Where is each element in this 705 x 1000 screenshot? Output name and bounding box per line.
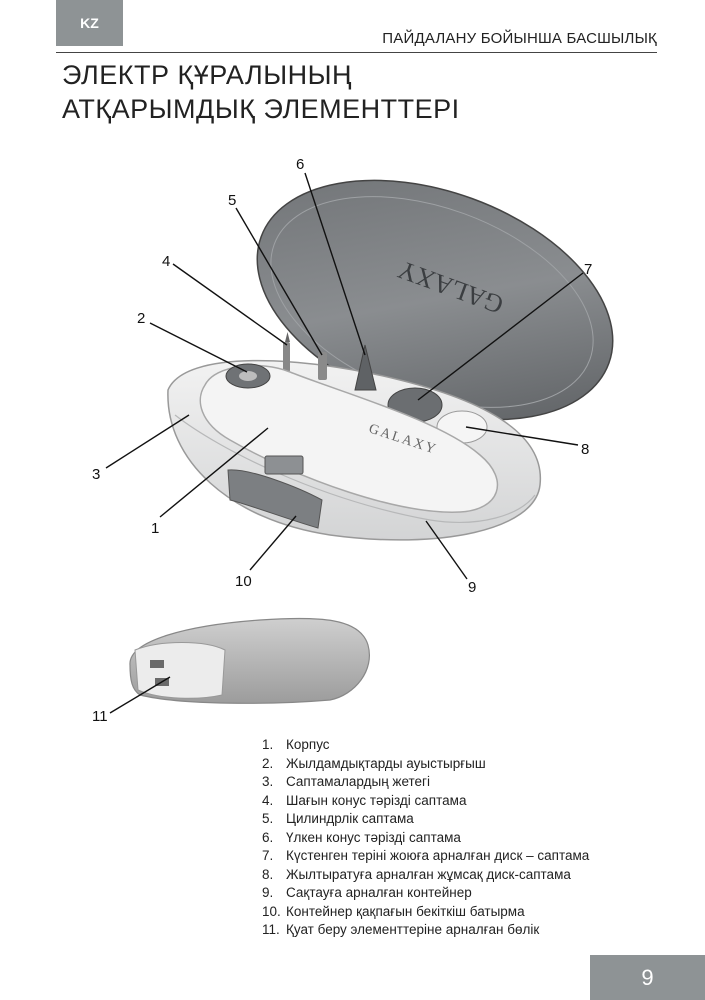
callout-11: 11 (92, 708, 108, 725)
callout-7: 7 (584, 261, 592, 278)
callout-2: 2 (137, 310, 145, 327)
list-item: 10.Контейнер қақпағын бекіткіш батырма (262, 903, 525, 919)
callout-3: 3 (92, 466, 100, 483)
page-title: ЭЛЕКТР ҚҰРАЛЫНЫҢ АТҚАРЫМДЫҚ ЭЛЕМЕНТТЕРІ (62, 58, 460, 126)
list-item: 7.Күстенген теріні жоюға арналған диск –… (262, 848, 590, 863)
list-item: 6.Үлкен конус тәрізді саптама (262, 829, 461, 845)
header-divider (56, 52, 657, 53)
device-body: GALAXY (199, 363, 499, 513)
callout-1: 1 (151, 520, 159, 537)
page-number: 9 (590, 955, 705, 1000)
container-lid: GALAXY (256, 179, 614, 421)
list-item: 3.Саптамалардың жетегі (262, 774, 430, 789)
parts-list: 1.Корпус 2.Жылдамдықтарды ауыстырғыш 3.С… (262, 736, 589, 940)
callout-lines (105, 172, 584, 714)
callout-5: 5 (228, 192, 236, 209)
device-illustration: GALAXY GALAXY (92, 156, 614, 725)
lid-latch-button (227, 469, 323, 529)
callout-8: 8 (581, 441, 589, 458)
list-item: 5.Цилиндрлік саптама (262, 811, 414, 826)
language-tab: KZ (56, 0, 123, 46)
list-item: 11.Қуат беру элементтеріне арналған бөлі… (262, 922, 540, 937)
callout-10: 10 (235, 573, 252, 590)
cylinder-attachment (318, 352, 327, 380)
callout-6: 6 (296, 156, 304, 173)
list-item: 9.Сақтауға арналған контейнер (262, 885, 472, 900)
callout-9: 9 (468, 579, 476, 596)
section-header: ПАЙДАЛАНУ БОЙЫНША БАСШЫЛЫҚ (382, 30, 657, 47)
large-cone-attachment (354, 344, 377, 391)
list-item: 1.Корпус (262, 737, 330, 752)
list-item: 2.Жылдамдықтарды ауыстырғыш (262, 755, 486, 771)
list-item: 4.Шағын конус тәрізді саптама (262, 792, 467, 808)
callout-4: 4 (162, 253, 170, 270)
small-cone-attachment (283, 342, 290, 372)
title-line-2: АТҚАРЫМДЫҚ ЭЛЕМЕНТТЕРІ (62, 94, 460, 124)
title-line-1: ЭЛЕКТР ҚҰРАЛЫНЫҢ (62, 60, 353, 90)
callout-numbers: 1 2 3 4 5 6 7 8 9 10 11 (92, 156, 592, 725)
power-switch (264, 455, 304, 475)
list-item: 8.Жылтыратуға арналған жұмсақ диск-сапта… (262, 866, 571, 882)
battery-compartment (129, 617, 370, 704)
